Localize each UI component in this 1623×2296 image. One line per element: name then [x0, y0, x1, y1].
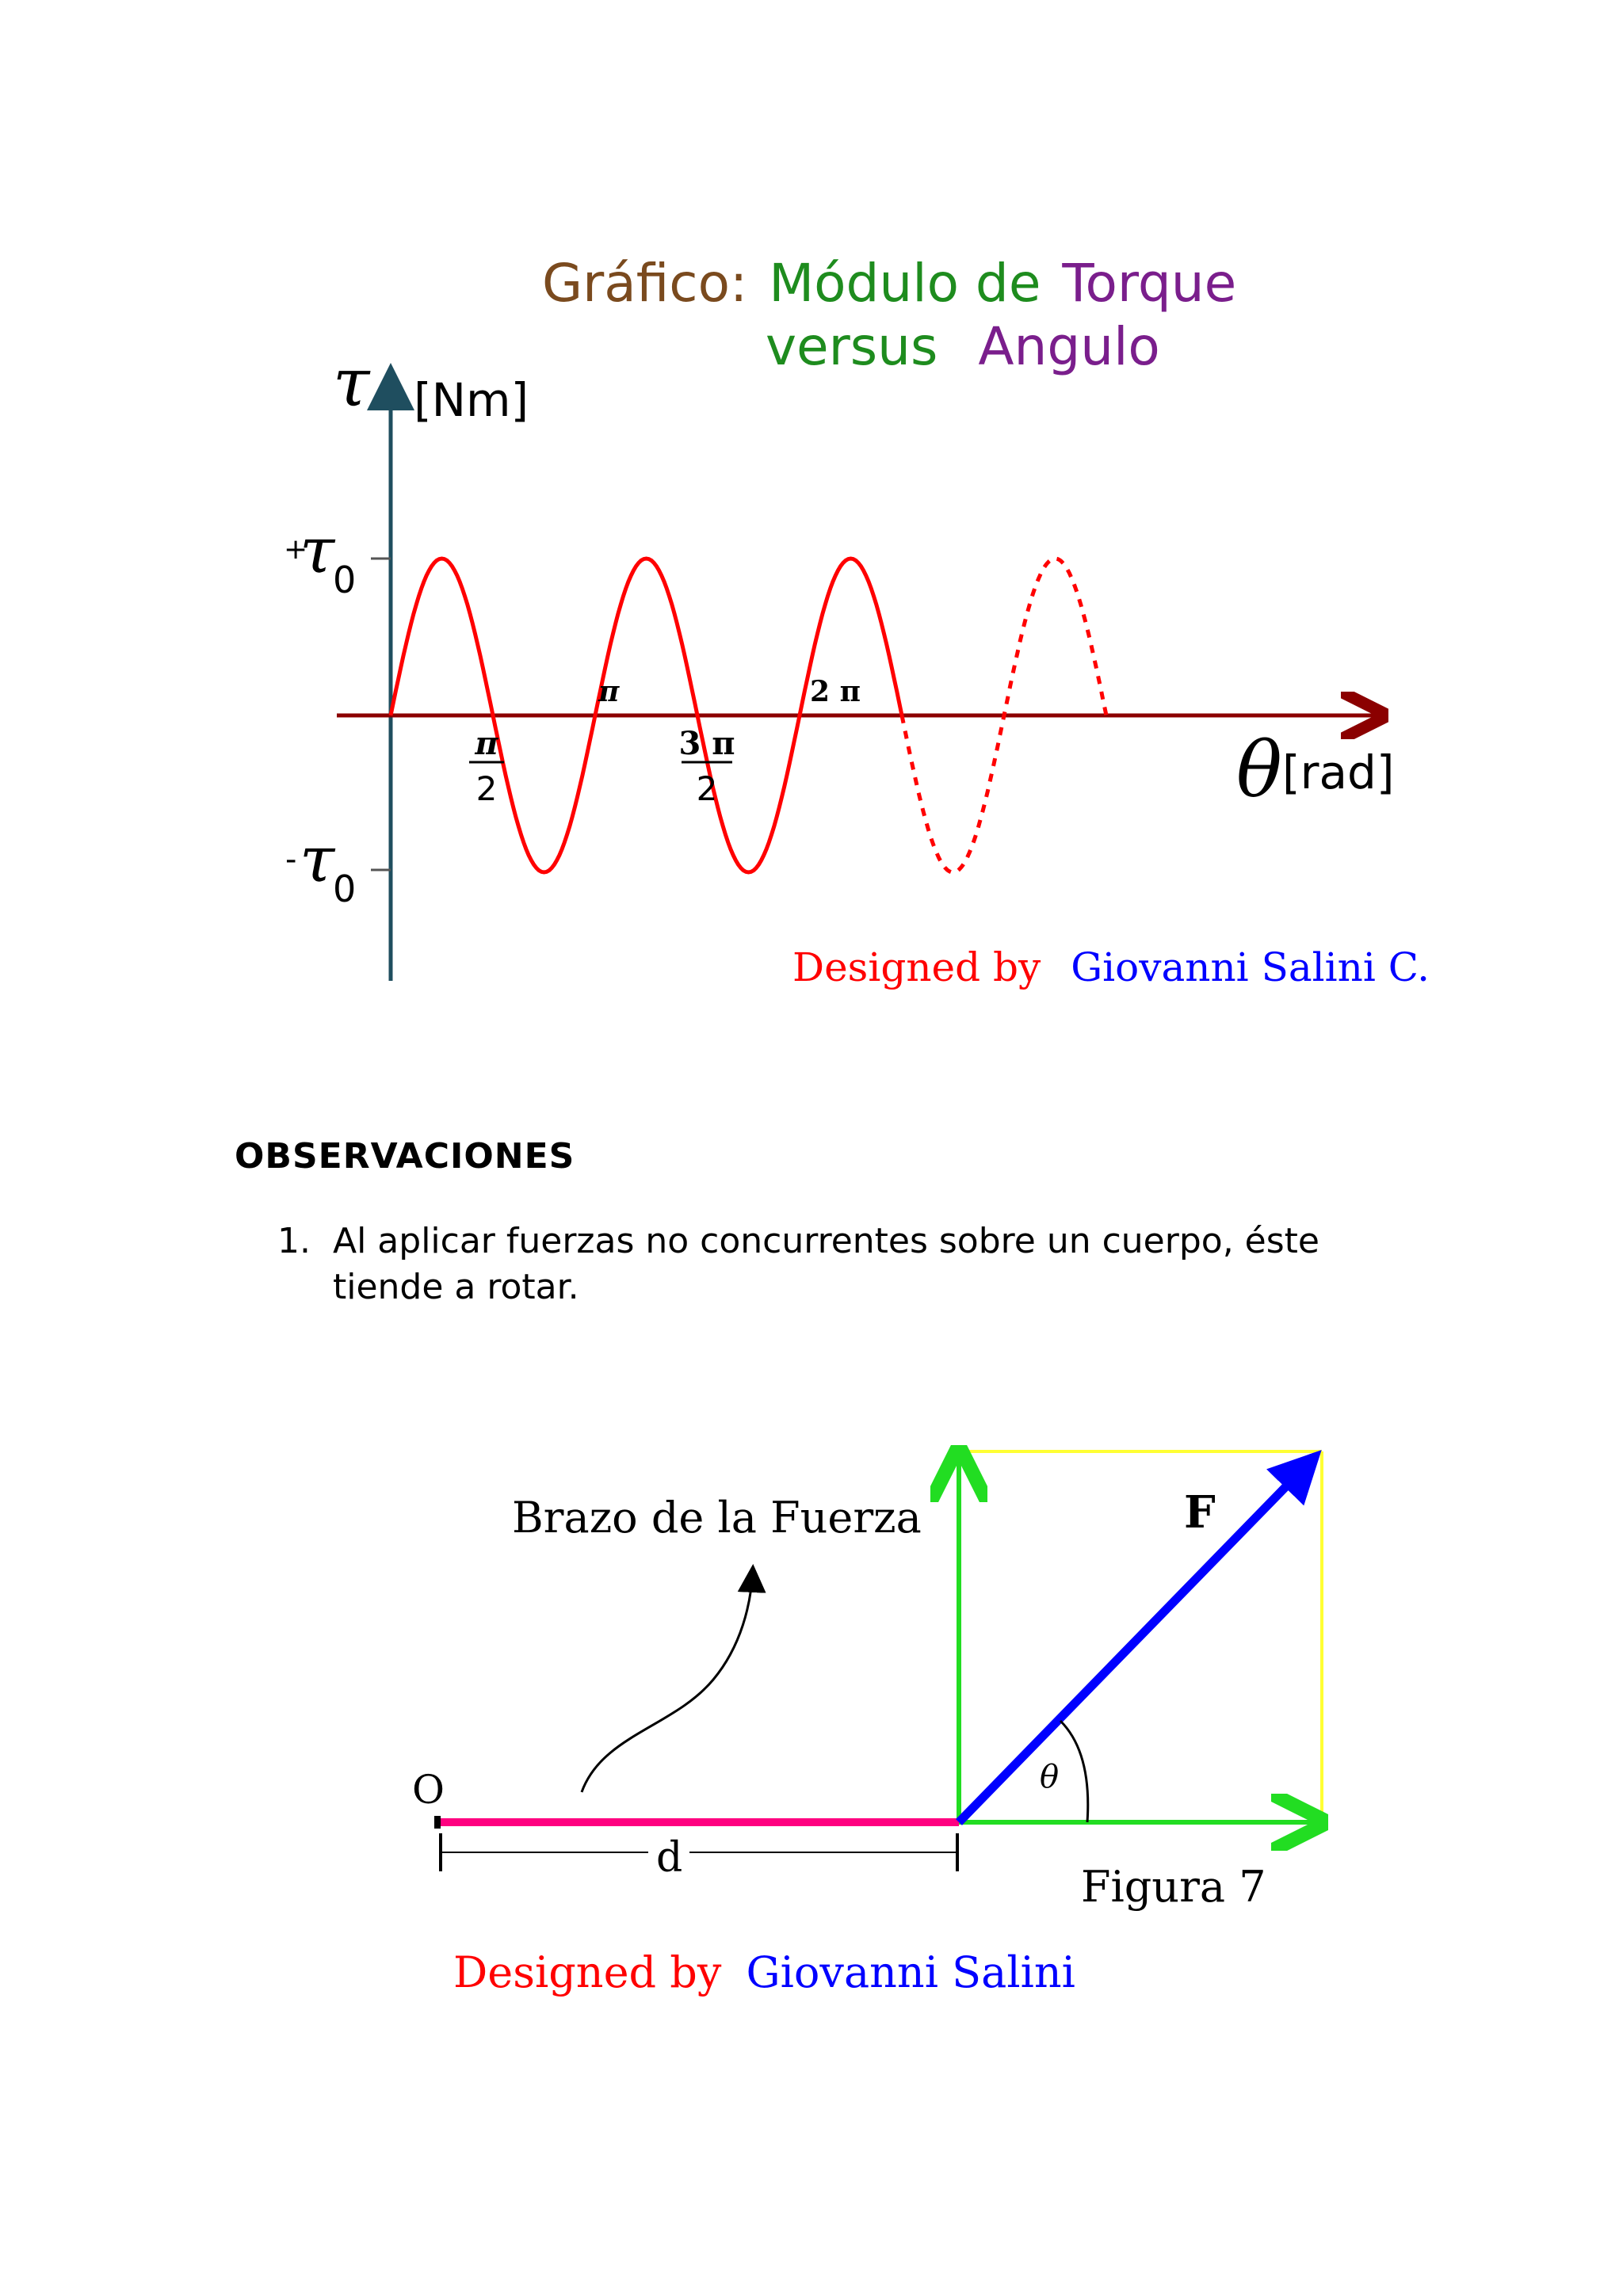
title-part-torque: Torque	[1061, 253, 1236, 314]
arm-label: Brazo de la Fuerza	[512, 1493, 922, 1543]
y-tick-neg-symbol: τ	[300, 822, 336, 896]
origin-label: O	[412, 1767, 445, 1813]
figure7-credit-author: Giovanni Salini	[747, 1947, 1075, 1997]
x-tick-2pi: 2 π	[810, 675, 861, 708]
x-axis-unit: [rad]	[1282, 746, 1394, 799]
title-part-grafico: Gráfico:	[542, 253, 747, 314]
angle-label: θ	[1040, 1759, 1059, 1795]
observaciones-list: 1. Al aplicar fuerzas no concurrentes so…	[277, 1219, 1403, 1314]
y-tick-pos-subscript: 0	[333, 559, 356, 601]
title-part-versus: versus	[766, 316, 938, 377]
x-axis-symbol: θ	[1236, 726, 1282, 814]
title-part-angulo: Angulo	[978, 316, 1159, 377]
y-axis-unit: [Nm]	[414, 373, 529, 427]
list-item-number: 1.	[277, 1221, 311, 1261]
x-tick-half-pi-num: π	[474, 725, 498, 762]
torque-angle-chart: Gráfico: Módulo de Torque versus Angulo …	[284, 253, 1430, 990]
x-tick-3half-pi: 3 π 2	[678, 725, 735, 808]
figure-caption: Figura 7	[1081, 1862, 1266, 1912]
chart-title-line1: Gráfico: Módulo de Torque	[542, 253, 1236, 314]
y-tick-neg-sign: -	[285, 841, 296, 878]
x-tick-3half-pi-den: 2	[697, 769, 718, 808]
distance-label-bg	[648, 1835, 689, 1875]
list-item-text: Al aplicar fuerzas no concurrentes sobre…	[333, 1221, 1319, 1307]
x-tick-half-pi: π 2	[469, 725, 504, 808]
figure7-credit: Designed by Giovanni Salini	[453, 1947, 1075, 1997]
figure7-credit-designed-by: Designed by	[453, 1947, 722, 1997]
torque-curve-dashed	[899, 556, 1109, 875]
force-label: F	[1184, 1486, 1216, 1539]
title-part-modulo: Módulo de	[769, 253, 1041, 314]
y-tick-pos-sign: +	[284, 533, 307, 566]
angle-arc	[1059, 1719, 1090, 1823]
chart-title-line2: versus Angulo	[766, 316, 1160, 377]
observaciones-heading: OBSERVACIONES	[235, 1136, 575, 1177]
distance-label: d	[656, 1834, 682, 1882]
chart-credit-designed-by: Designed by	[792, 944, 1041, 990]
y-tick-pos-symbol: τ	[300, 513, 336, 587]
x-tick-3half-pi-num: 3 π	[678, 725, 735, 762]
x-tick-half-pi-den: 2	[476, 769, 498, 808]
torque-curve-solid	[388, 556, 904, 875]
origin-point	[434, 1816, 441, 1829]
chart-credit: Designed by Giovanni Salini C.	[792, 944, 1430, 990]
y-axis-symbol: τ	[333, 344, 371, 421]
chart-credit-author: Giovanni Salini C.	[1071, 944, 1430, 990]
y-tick-neg-subscript: 0	[333, 868, 356, 910]
list-item: 1. Al aplicar fuerzas no concurrentes so…	[277, 1219, 1403, 1314]
figure7-force-diagram: θ F O Brazo de la Fuerza d Figura 7 Desi…	[412, 1410, 1623, 1997]
force-vector	[956, 1450, 1322, 1825]
x-tick-pi: π	[598, 675, 620, 708]
arm-pointer-arrow	[580, 1564, 766, 1793]
